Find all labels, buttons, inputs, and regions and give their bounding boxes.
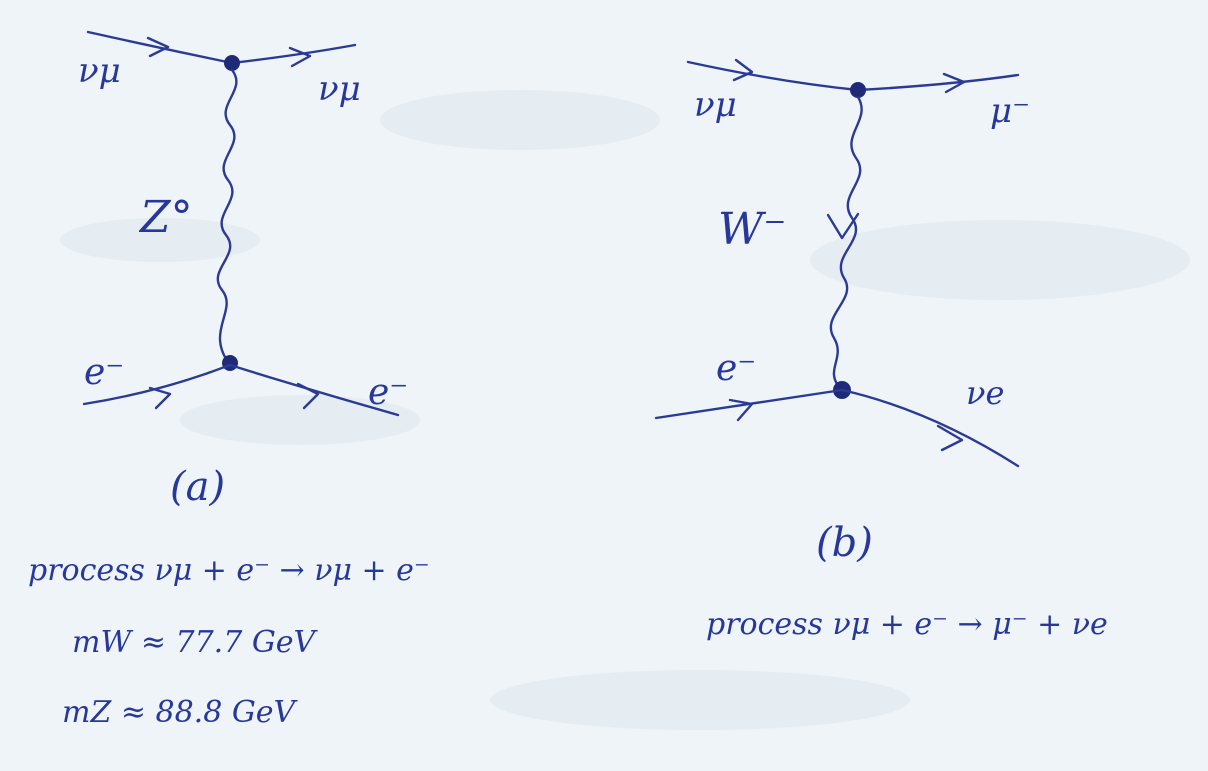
diagram-a-bottom-right-arrow xyxy=(296,382,320,410)
diagram-b-bottom-left-arrow xyxy=(728,398,754,422)
diagram-a-top-vertex xyxy=(224,55,240,71)
diagram-b-top-right-label: μ⁻ xyxy=(990,91,1030,131)
diagram-b-bottom-right-label: νe xyxy=(966,374,1004,412)
diagram-b-bottom-left-label: e⁻ xyxy=(716,348,756,389)
diagram-b-boson-label: W⁻ xyxy=(718,204,786,255)
diagram-a-caption: (a) xyxy=(170,464,225,510)
diagram-b-w-boson-propagator xyxy=(829,95,863,390)
diagram-a-top-fermion-line xyxy=(86,30,357,65)
diagram-b-caption: (b) xyxy=(816,520,873,566)
diagram-b-top-left-label: νμ xyxy=(694,85,737,125)
diagram-a-top-left-label: νμ xyxy=(78,51,121,91)
diagram-a-bottom-left-arrow xyxy=(148,386,172,410)
diagram-a-mass-w: mW ≈ 77.7 GeV xyxy=(72,625,319,660)
diagram-b-bottom-fermion-line xyxy=(654,388,1020,468)
diagram-b-w-arrow xyxy=(826,212,860,240)
diagram-a: νμ νμ Z° e⁻ e⁻ (a) process νμ + e⁻ → νμ … xyxy=(28,30,430,730)
diagram-a-top-right-label: νμ xyxy=(318,69,361,109)
diagram-a-z-boson-propagator xyxy=(216,68,238,364)
diagram-b-process: process νμ + e⁻ → μ⁻ + νe xyxy=(706,607,1108,642)
diagram-a-top-right-arrow xyxy=(288,46,312,68)
diagram-b-top-right-arrow xyxy=(942,72,966,94)
diagram-b-top-vertex xyxy=(850,82,866,98)
diagram-a-boson-label: Z° xyxy=(138,192,193,243)
diagram-a-bottom-right-label: e⁻ xyxy=(368,372,408,413)
diagram-a-bottom-fermion-line xyxy=(82,363,400,417)
diagram-a-top-left-arrow xyxy=(146,36,170,58)
diagram-b-bottom-right-arrow xyxy=(936,424,964,452)
diagram-a-mass-z: mZ ≈ 88.8 GeV xyxy=(62,695,299,730)
diagram-a-bottom-left-label: e⁻ xyxy=(84,352,124,393)
diagram-b: νμ μ⁻ W⁻ e⁻ νe (b) process νμ + e⁻ → μ⁻ … xyxy=(654,58,1108,642)
diagram-b-top-left-arrow xyxy=(732,58,754,82)
paper-texture xyxy=(60,90,1190,730)
diagram-a-process: process νμ + e⁻ → νμ + e⁻ xyxy=(28,553,430,588)
diagram-a-bottom-vertex xyxy=(222,355,238,371)
